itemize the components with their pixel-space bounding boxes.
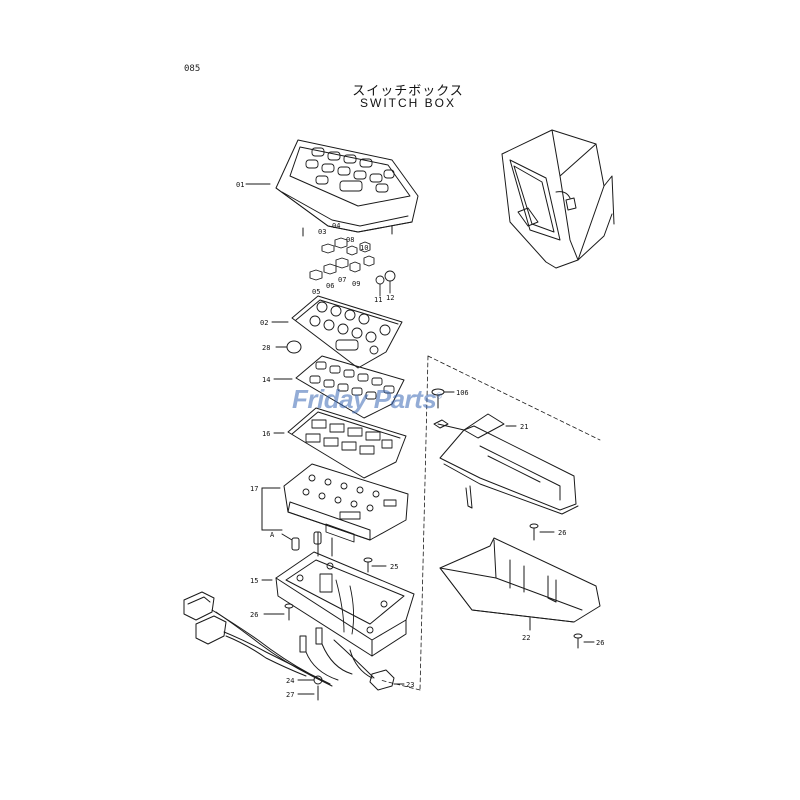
callout-07: 07 [338,276,346,284]
switch-box-case [261,551,415,657]
assembly-leader-lines [379,355,601,691]
callout-28: 28 [262,344,270,352]
callout-106: 106 [456,389,469,397]
callout-23: 23 [406,681,414,689]
frame-plate [273,407,407,479]
switch-knobs [309,237,396,297]
callout-labels: 01 03 04 08 10 05 06 07 09 11 12 02 28 1… [236,181,604,699]
excavator-cab-inset [501,129,615,269]
callout-14: 14 [262,376,270,384]
callout-21: 21 [520,423,528,431]
watermark-logo: Friday Parts® [292,384,442,415]
registered-mark: ® [436,391,442,401]
callout-22: 22 [522,634,530,642]
callout-15: 15 [250,577,258,585]
callout-04: 04 [332,222,340,230]
callout-27: 27 [286,691,294,699]
callout-25: 25 [390,563,398,571]
callout-16: 16 [262,430,270,438]
detail-a-bulbs [281,531,322,551]
keypad-sheet [271,295,403,369]
callout-02: 02 [260,319,268,327]
callout-03: 03 [318,228,326,236]
lower-cover [439,537,601,631]
bolt-106 [431,388,455,409]
callout-26-bracket: 26 [558,529,566,537]
callout-09: 09 [352,280,360,288]
callout-12: 12 [386,294,394,302]
diagram-title-japanese: スイッチボックス [352,84,464,99]
rubber-key-mat [273,355,405,419]
callout-26-lower: 26 [596,639,604,647]
screw-26-lower [573,633,595,649]
round-knob [275,340,302,354]
callout-10: 10 [360,244,368,252]
callout-05: 05 [312,288,320,296]
screw-26-case [263,603,294,621]
callout-06: 06 [326,282,334,290]
page-number: 085 [184,64,201,74]
circuit-board [261,463,409,557]
diagram-title-english: SWITCH BOX [359,96,456,110]
switch-box-cover [245,139,419,237]
callout-24: 24 [286,677,294,685]
screw-26-bracket [529,523,555,541]
callout-17: 17 [250,485,258,493]
callout-01: 01 [236,181,244,189]
screw-25 [363,557,387,573]
callout-11: 11 [374,296,382,304]
watermark-text: Friday Parts [292,384,437,414]
callout-08: 08 [346,236,354,244]
callout-26-case: 26 [250,611,258,619]
mounting-bracket [433,413,579,515]
callout-a: A [270,531,275,539]
wiring-harness [183,591,405,701]
